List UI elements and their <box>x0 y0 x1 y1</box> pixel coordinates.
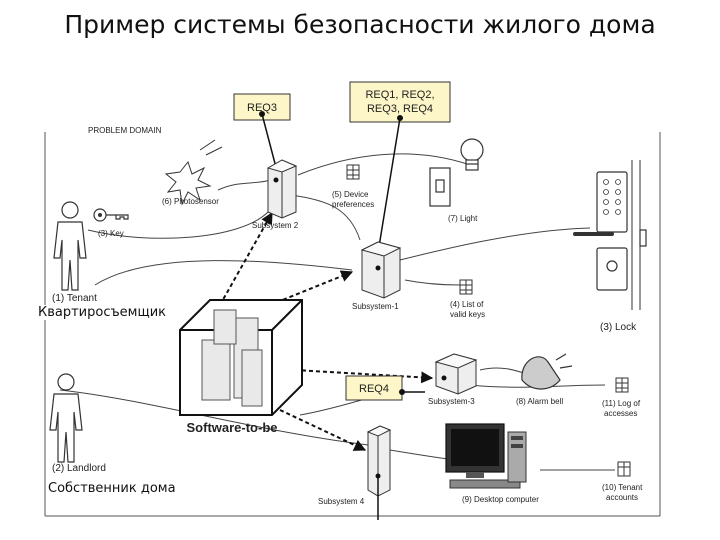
subsystem3-label: Subsystem-3 <box>428 397 475 406</box>
req-multi-box: REQ1, REQ2, REQ3, REQ4 <box>349 81 451 266</box>
door-lock-icon <box>573 160 647 310</box>
tenant-russian-label: Квартиросъемщик <box>38 305 167 320</box>
photosensor-label: (6) Photosensor <box>162 197 219 206</box>
key-label: (3) Key <box>98 229 124 238</box>
req3-top-label: REQ3 <box>247 102 277 114</box>
req4-label: REQ4 <box>359 383 389 395</box>
valid-keys-label-1: (4) List of <box>450 300 484 309</box>
desktop-computer-icon <box>445 423 527 489</box>
tenant-accounts-icon <box>617 461 631 477</box>
slide-title: Пример системы безопасности жилого дома <box>64 10 656 39</box>
tenant-label: (1) Tenant <box>52 293 97 304</box>
valid-keys-label-2: valid keys <box>450 310 485 319</box>
landlord-russian-label: Собственник дома <box>48 481 176 496</box>
tenant-accounts-label-1: (10) Tenant <box>602 483 643 492</box>
device-prefs-label-2: preferences <box>332 200 374 209</box>
log-label-2: accesses <box>604 409 637 418</box>
subsystem1-box: Subsystem-1 <box>352 241 402 311</box>
req-multi-label-1: REQ1, REQ2, <box>365 89 434 101</box>
lock-label: (3) Lock <box>600 322 637 333</box>
subsystem4-box: Subsystem 4 <box>318 425 392 520</box>
log-accesses-icon <box>615 377 629 393</box>
subsystem2-label: Subsystem 2 <box>252 221 299 230</box>
problem-domain-label: PROBLEM DOMAIN <box>88 126 162 135</box>
problem-domain-frame: PROBLEM DOMAIN <box>44 126 661 517</box>
landlord-figure-icon <box>49 373 83 463</box>
desktop-label: (9) Desktop computer <box>462 495 539 504</box>
photosensor-icon: (6) Photosensor <box>162 139 223 206</box>
tenant-accounts-label-2: accounts <box>606 493 638 502</box>
light-switch-icon <box>429 167 451 207</box>
log-label-1: (11) Log of <box>602 399 641 408</box>
alarm-bell-label: (8) Alarm bell <box>516 397 563 406</box>
light-label: (7) Light <box>448 214 478 223</box>
valid-keys-list-icon <box>459 279 473 295</box>
software-to-be-cube: Software-to-be <box>179 299 303 435</box>
software-label: Software-to-be <box>187 420 278 435</box>
device-prefs-label-1: (5) Device <box>332 190 369 199</box>
device-preferences-icon <box>346 164 360 180</box>
subsystem3-box: Subsystem-3 <box>428 353 478 406</box>
subsystem1-label: Subsystem-1 <box>352 302 399 311</box>
alarm-bell-icon <box>521 353 573 390</box>
landlord-label: (2) Landlord <box>52 463 106 474</box>
subsystem4-label: Subsystem 4 <box>318 497 365 506</box>
subsystem2-box: Subsystem 2 <box>252 159 299 230</box>
tenant-figure-icon <box>53 201 87 291</box>
req-multi-label-2: REQ3, REQ4 <box>367 103 433 115</box>
req4-box: REQ4 <box>345 375 425 401</box>
key-icon: (3) Key <box>93 208 129 238</box>
light-bulb-icon <box>460 138 484 171</box>
